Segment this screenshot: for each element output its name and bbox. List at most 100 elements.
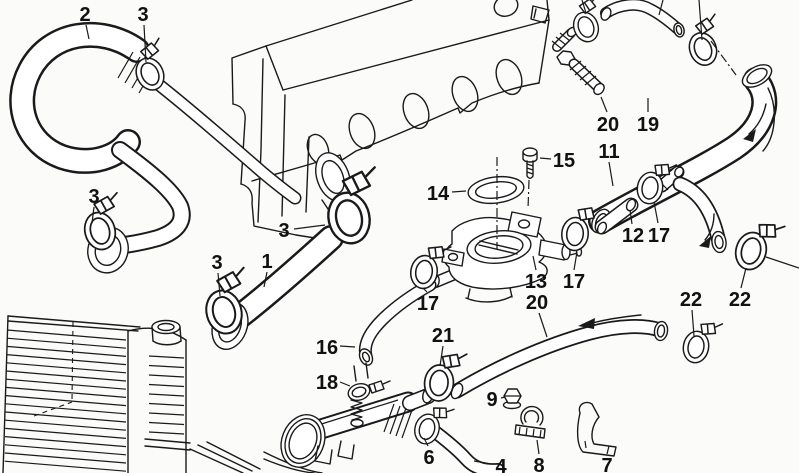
alignment-lines [496, 40, 737, 249]
cropped-leader-line [581, 0, 587, 14]
part-number-label: 15 [553, 150, 575, 172]
elbow-hose-19 [600, 0, 685, 38]
vent-pipe-12 [594, 197, 639, 235]
part-number-label: 3 [211, 252, 222, 274]
callout-part-3: 3 [211, 252, 223, 297]
part-number-label: 20 [597, 114, 619, 136]
leader-line [500, 396, 506, 399]
tank-ribs [148, 355, 185, 435]
engine-cylinder-head [251, 0, 550, 182]
vent-hose [672, 176, 727, 254]
p-clip-8 [514, 405, 546, 439]
leader-line [423, 437, 429, 447]
part-number-label: 16 [316, 337, 338, 359]
cropped-leader-lines [581, 0, 799, 269]
leader-line [539, 157, 552, 160]
part-number-label: 6 [423, 447, 434, 469]
part-number-label: 3 [88, 186, 99, 208]
leader-line [293, 224, 326, 230]
callout-part-21: 21 [432, 325, 454, 367]
leader-line [600, 96, 608, 113]
upper-radiator-hose [9, 21, 302, 274]
cropped-leader-line [765, 256, 799, 269]
thermostat-housing [430, 211, 583, 303]
intake-ports [306, 0, 523, 165]
leader-line [629, 209, 633, 225]
callout-part-13: 13 [525, 255, 547, 293]
leader-line [91, 206, 95, 224]
o-ring-seal [467, 175, 525, 205]
leader-line [538, 312, 548, 338]
leader-line [473, 460, 492, 465]
part-number-label: 9 [486, 389, 497, 411]
part-number-label: 12 [622, 225, 644, 247]
flange-bolt [522, 147, 538, 179]
leader-line [532, 255, 537, 271]
part-number-label: 3 [278, 220, 289, 242]
hose-clamp-22 [680, 317, 724, 368]
pipe-fitting [655, 165, 685, 193]
leader-line [422, 287, 428, 293]
leader-line [653, 201, 659, 224]
vent-fittings [530, 5, 605, 96]
part-number-label: 8 [533, 455, 544, 473]
radiator-core-fins [4, 329, 127, 472]
part-number-label: 21 [432, 325, 454, 347]
radiator [2, 315, 261, 473]
part-number-label: 13 [525, 271, 547, 293]
callout-part-17: 17 [648, 201, 670, 247]
cropped-leader-line [698, 0, 703, 41]
callout-part-7: 7 [601, 445, 613, 473]
callout-part-15: 15 [539, 150, 575, 172]
flow-arrow-elbow [743, 103, 767, 142]
leader-line [85, 24, 90, 40]
leader-line [608, 161, 614, 187]
callout-part-4: 4 [473, 456, 507, 473]
leader-line [606, 445, 610, 455]
part-number-label: 20 [526, 292, 548, 314]
leader-line [143, 24, 147, 63]
part-number-label: 17 [563, 271, 585, 293]
callout-part-20: 20 [597, 96, 619, 136]
bracket-clip-7 [576, 401, 617, 457]
callout-part-1: 1 [261, 251, 273, 288]
flow-arrow-return-hose [578, 314, 642, 329]
part-number-label: 17 [648, 225, 670, 247]
hose-clamp [680, 13, 732, 70]
callout-part-3: 3 [278, 220, 326, 242]
callout-part-3: 3 [88, 186, 100, 224]
callout-part-22: 22 [680, 289, 702, 337]
callout-part-14: 14 [427, 183, 467, 205]
callout-part-19: 19 [637, 98, 659, 136]
timing-cover [231, 45, 335, 242]
part-number-label: 14 [427, 183, 450, 205]
flow-arrows [578, 103, 767, 329]
leader-line [339, 345, 356, 348]
part-number-label: 3 [137, 4, 148, 26]
callout-part-22: 22 [729, 267, 751, 311]
hose-clamp-22 [730, 214, 786, 277]
leader-line [536, 439, 540, 455]
part-number-label: 7 [601, 455, 612, 473]
part-number-label: 19 [637, 114, 659, 136]
leader-line [573, 251, 578, 271]
bypass-hose-16 [358, 278, 437, 366]
leader-line [263, 271, 268, 288]
part-number-label: 17 [417, 293, 439, 315]
part-number-label: 11 [598, 141, 619, 163]
callout-part-16: 16 [316, 337, 356, 359]
callout-part-6: 6 [423, 437, 435, 469]
callout-part-11: 11 [598, 141, 620, 187]
part-number-label: 2 [79, 4, 90, 26]
leader-line [339, 381, 351, 387]
callout-part-17: 17 [563, 251, 585, 293]
leader-line [451, 190, 467, 193]
leader-line [740, 267, 747, 289]
flow-arrow-vent-hose [699, 213, 715, 248]
return-hose-20 [449, 319, 669, 400]
callout-part-9: 9 [486, 389, 506, 411]
part-number-label: 22 [680, 289, 702, 311]
